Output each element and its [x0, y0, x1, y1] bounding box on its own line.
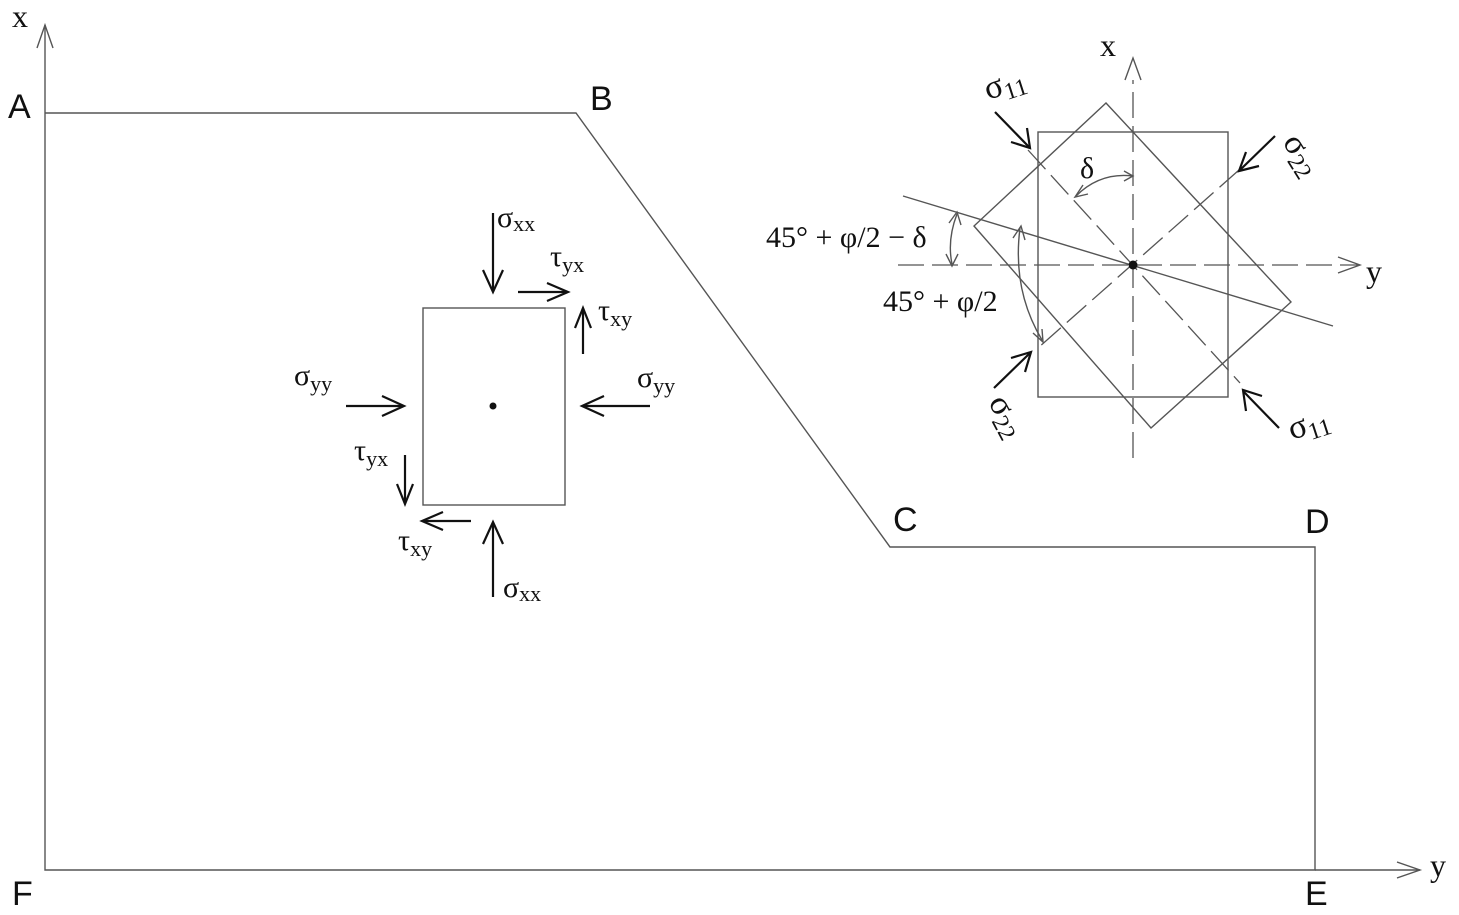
corner-label-a: A — [8, 88, 31, 126]
sigma-22-direction-dashed — [1038, 170, 1239, 348]
tau-xy-bottom-label: τxy — [398, 524, 432, 561]
delta-angle-label: δ — [1080, 152, 1094, 185]
corner-label-b: B — [590, 80, 613, 118]
main-y-axis — [1315, 862, 1420, 878]
sigma-22-upper-label: σ22 — [1272, 127, 1329, 185]
angle-label-45-phi-minus-delta: 45° + φ/2 − δ — [766, 221, 927, 254]
sigma-11-upper-label: σ11 — [979, 60, 1031, 112]
sigma-11-lower-label: σ11 — [1283, 400, 1335, 452]
tau-xy-right-arrow — [575, 308, 591, 354]
detail-x-axis-arrowhead — [1125, 58, 1141, 80]
sigma-22-upper-arrow — [1239, 136, 1275, 171]
stress-element-center — [490, 403, 497, 410]
corner-label-e: E — [1305, 875, 1328, 913]
sigma-yy-right-label: σyy — [637, 361, 675, 398]
tau-yx-top-label: τyx — [550, 240, 584, 277]
main-y-axis-label: y — [1430, 847, 1446, 883]
sigma-yy-left-arrow — [346, 396, 404, 416]
sigma-22-lower-label: σ22 — [977, 388, 1033, 445]
corner-label-f: F — [12, 875, 33, 913]
sigma-yy-right-arrow — [582, 396, 650, 416]
slope-domain-outline — [45, 113, 1315, 870]
tau-xy-bottom-arrow — [422, 512, 471, 530]
corner-label-d: D — [1305, 503, 1330, 541]
main-x-axis — [37, 25, 53, 113]
sigma-xx-bottom-arrow — [483, 522, 503, 597]
corner-label-c: C — [893, 501, 918, 539]
sigma-11-lower-arrow — [1243, 390, 1279, 428]
sigma-xx-bottom-label: σxx — [503, 571, 541, 606]
tau-yx-top-arrow — [518, 283, 568, 301]
tau-xy-right-label: τxy — [598, 294, 632, 331]
angle-label-45-phi: 45° + φ/2 — [883, 285, 998, 318]
detail-center-point — [1129, 261, 1138, 270]
tau-yx-left-label: τyx — [354, 434, 388, 471]
tau-yx-left-arrow — [397, 455, 413, 504]
sigma-22-lower-arrow — [994, 352, 1031, 388]
detail-x-axis-label: x — [1100, 27, 1116, 63]
main-x-axis-label: x — [12, 0, 28, 34]
sigma-yy-left-label: σyy — [294, 359, 332, 396]
detail-y-axis-label: y — [1366, 253, 1382, 289]
sigma-11-upper-arrow — [995, 112, 1030, 148]
angle-arc-45-phi-minus-delta — [946, 212, 961, 266]
sigma-xx-top-label: σxx — [497, 201, 535, 236]
